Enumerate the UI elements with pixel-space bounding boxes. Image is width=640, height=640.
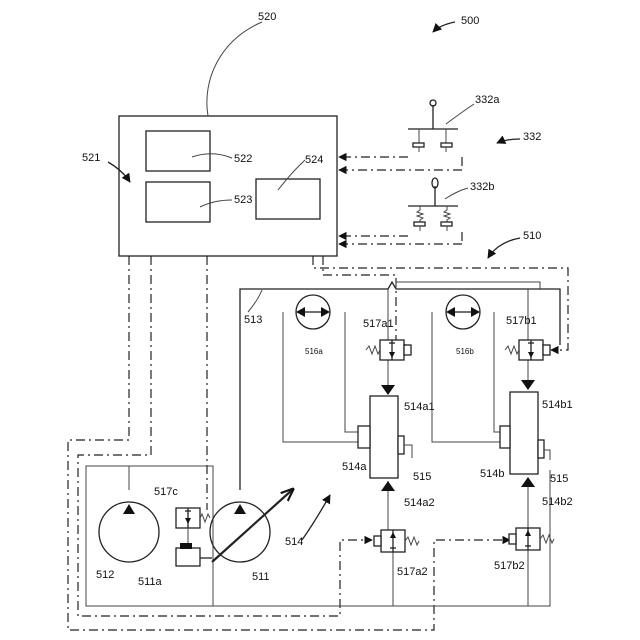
label-523: 523 — [234, 194, 252, 206]
label-510: 510 — [523, 230, 541, 242]
label-521: 521 — [82, 152, 100, 164]
label-332a: 332a — [475, 94, 500, 106]
joystick-b — [408, 178, 468, 231]
label-514a: 514a — [342, 461, 367, 473]
label-514b1: 514b1 — [542, 399, 573, 411]
label-514b2: 514b2 — [542, 496, 573, 508]
label-517a1: 517a1 — [363, 318, 394, 330]
label-517b1: 517b1 — [506, 315, 537, 327]
label-332b: 332b — [470, 181, 494, 193]
pump-511 — [210, 490, 292, 562]
label-514: 514 — [285, 536, 303, 548]
label-516b: 516b — [456, 347, 474, 356]
labels: 500 520 521 522 523 524 332 332a 332b 51… — [82, 11, 573, 588]
signal-lines-input — [339, 157, 462, 244]
label-515a: 515 — [413, 471, 431, 483]
cylinder-514b — [500, 380, 550, 487]
label-524: 524 — [305, 154, 323, 166]
label-332: 332 — [523, 131, 541, 143]
valve-517a1 — [366, 340, 411, 360]
label-500: 500 — [461, 15, 479, 27]
label-516a: 516a — [305, 347, 323, 356]
motor-516a — [296, 295, 330, 329]
valve-517a2 — [374, 530, 419, 552]
label-511a: 511a — [138, 576, 163, 588]
label-511: 511 — [252, 571, 270, 583]
label-513: 513 — [244, 314, 262, 326]
pump-valve-511a — [176, 543, 212, 566]
label-520: 520 — [258, 11, 276, 23]
pump-512 — [99, 502, 159, 562]
reference-arrows — [108, 22, 520, 540]
valve-517c — [176, 508, 210, 544]
label-517b2: 517b2 — [494, 560, 525, 572]
label-514a1: 514a1 — [404, 401, 435, 413]
label-514b: 514b — [480, 468, 504, 480]
motor-516b — [446, 295, 480, 329]
valve-517b2 — [509, 528, 554, 550]
joystick-a — [408, 100, 474, 152]
label-514a2: 514a2 — [404, 497, 435, 509]
label-517c: 517c — [154, 486, 178, 498]
label-522: 522 — [234, 153, 252, 165]
controller-unit — [119, 22, 337, 256]
label-512: 512 — [96, 569, 114, 581]
label-515b: 515 — [550, 473, 568, 485]
label-517a2: 517a2 — [397, 566, 428, 578]
hydraulic-lines — [86, 282, 560, 606]
valve-517b1 — [505, 340, 550, 360]
